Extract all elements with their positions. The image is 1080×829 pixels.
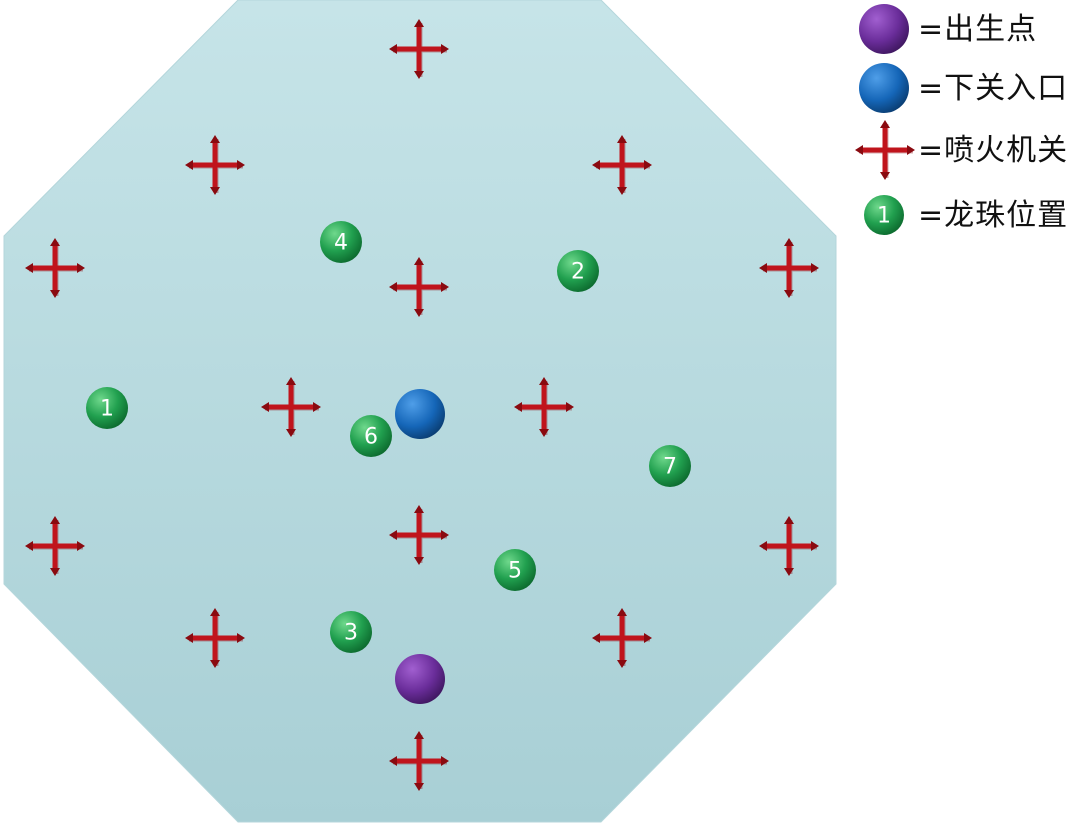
dragon-ball-number: 5 <box>508 559 522 584</box>
legend-fire-trap-icon <box>855 120 915 180</box>
dragon-ball-6: 6 <box>350 415 392 457</box>
legend-dragon-ball-number: 1 <box>877 204 891 229</box>
legend-dragon-ball-icon <box>864 195 904 235</box>
dragon-ball-4: 4 <box>320 221 362 263</box>
dragon-ball-number: 4 <box>334 231 348 256</box>
dragon-ball-number: 2 <box>571 260 585 285</box>
legend: 1 <box>855 4 915 235</box>
legend-spawn-label: =出生点 <box>918 12 1038 47</box>
dragon-ball-number: 1 <box>100 397 114 422</box>
legend-portal-label: =下关入口 <box>918 71 1069 106</box>
exit-portal-marker <box>395 389 445 439</box>
dragon-ball-7: 7 <box>649 445 691 487</box>
legend-fire-trap-label: =喷火机关 <box>918 133 1069 168</box>
dragon-ball-number: 7 <box>663 455 677 480</box>
legend-portal-icon <box>859 63 909 113</box>
legend-spawn-icon <box>859 4 909 54</box>
dragon-ball-1: 1 <box>86 387 128 429</box>
dragon-ball-2: 2 <box>557 250 599 292</box>
dragon-ball-5: 5 <box>494 549 536 591</box>
spawn-point-marker <box>395 654 445 704</box>
dragon-ball-number: 3 <box>344 621 358 646</box>
dragon-ball-3: 3 <box>330 611 372 653</box>
dragon-ball-number: 6 <box>364 425 378 450</box>
legend-dragon-ball-label: =龙珠位置 <box>918 198 1069 233</box>
